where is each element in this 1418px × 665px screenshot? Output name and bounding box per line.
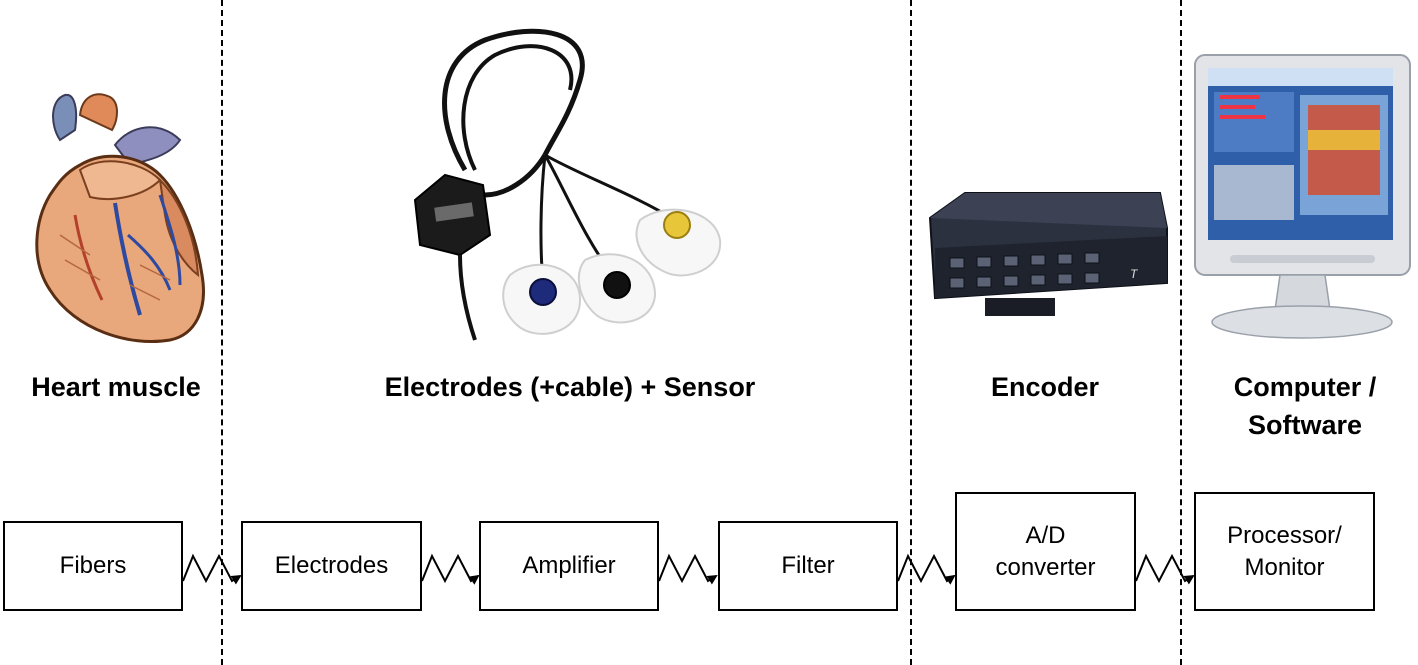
divider-1 [221,0,223,665]
block-processor-monitor-line2: Monitor [1244,553,1325,581]
block-ad-converter-line1: A/D [1025,521,1066,549]
block-amplifier-label: Amplifier [522,552,616,579]
block-fibers-label: Fibers [59,552,127,579]
connector-adconverter-processor [1135,553,1195,585]
block-ad-converter: A/D converter [955,492,1136,611]
block-electrodes-label: Electrodes [274,552,389,579]
section-label-heart-muscle: Heart muscle [31,372,201,402]
section-label-encoder: Encoder [990,372,1100,402]
connector-filter-adconverter [897,553,956,585]
section-label-electrodes-sensor: Electrodes (+cable) + Sensor [384,372,756,402]
section-label-computer-software: Computer / Software [1200,368,1410,444]
block-ad-converter-line2: converter [995,553,1096,581]
section-label-computer-line1: Computer / [1233,372,1377,402]
block-filter-label: Filter [781,552,835,579]
block-amplifier: Amplifier [479,521,659,611]
divider-2 [910,0,912,665]
electrode-cable-illustration [413,28,722,341]
block-processor-monitor: Processor/ Monitor [1194,492,1375,611]
connector-electrodes-amplifier [421,553,480,585]
sensor-box [413,173,492,257]
connector-amplifier-filter [658,553,718,585]
divider-3 [1180,0,1182,665]
computer-monitor-illustration [1194,54,1411,339]
svg-text:T: T [1130,267,1139,281]
section-label-computer-line2: Software [1247,410,1363,440]
encoder-device-illustration: T [928,192,1168,316]
heart-illustration [35,93,205,344]
connector-fibers-electrodes [182,553,242,585]
block-processor-monitor-line1: Processor/ [1227,521,1342,549]
block-filter: Filter [718,521,898,611]
block-electrodes: Electrodes [241,521,422,611]
block-fibers: Fibers [3,521,183,611]
